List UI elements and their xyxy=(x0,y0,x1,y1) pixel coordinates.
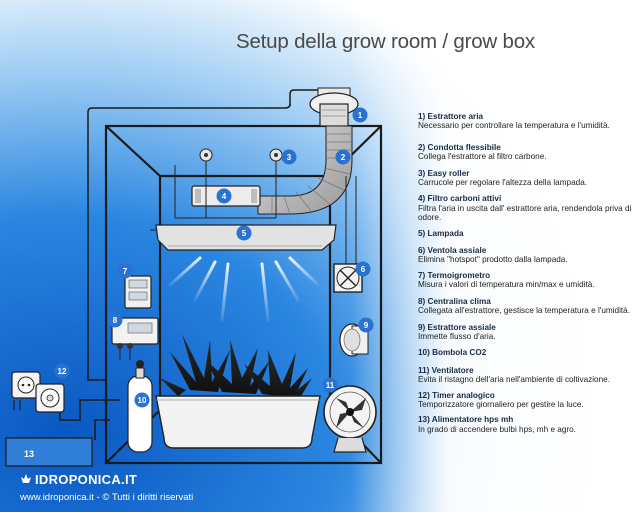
brand-logo: IDROPONICA.IT xyxy=(20,472,137,487)
legend-item-title: 8) Centralina clima xyxy=(418,296,491,306)
ballast-box: 13 xyxy=(5,437,93,467)
svg-text:3: 3 xyxy=(287,153,292,162)
brand-name: IDROPONICA.IT xyxy=(35,472,138,487)
legend-item-description: Elimina "hotspot" prodotto dalla lampada… xyxy=(418,255,568,265)
marker-1: 1 xyxy=(352,107,368,123)
marker-3: 3 xyxy=(281,149,297,165)
easy-roller xyxy=(199,148,283,162)
plants xyxy=(160,334,312,398)
legend-item-description: Carrucole per regolare l'altezza della l… xyxy=(418,178,588,188)
svg-text:7: 7 xyxy=(123,267,128,276)
axial-fan xyxy=(333,176,363,293)
flexible-duct xyxy=(257,125,353,215)
legend-item: 10) Bombola CO2 xyxy=(418,348,638,357)
marker-12: 12 xyxy=(54,363,70,379)
legend-item-title: 3) Easy roller xyxy=(418,168,470,178)
legend-item-description: Filtra l'aria in uscita dall' estrattore… xyxy=(418,203,632,223)
legend-item-title: 10) Bombola CO2 xyxy=(418,348,487,358)
legend-item-title: 4) Filtro carboni attivi xyxy=(418,194,502,204)
marker-9: 9 xyxy=(358,317,374,333)
air-extractor xyxy=(309,87,359,127)
axial-extractor xyxy=(339,323,369,357)
legend-item-title: 13) Alimentatore hps mh xyxy=(418,415,514,425)
legend-item-description: Immette flusso d'aria. xyxy=(418,331,496,341)
marker-10: 10 xyxy=(134,392,150,408)
legend-item-title: 1) Estrattore aria xyxy=(418,112,484,121)
planter-tray xyxy=(155,395,321,449)
svg-text:12: 12 xyxy=(58,367,67,376)
svg-text:4: 4 xyxy=(222,192,227,201)
marker-2: 2 xyxy=(335,149,351,165)
legend-item-title: 2) Condotta flessibile xyxy=(418,142,501,152)
analog-timer xyxy=(11,371,65,413)
marker-4: 4 xyxy=(216,188,232,204)
legend-item-title: 11) Ventilatore xyxy=(418,365,474,375)
legend-item-description: Misura i valori di temperatura min/max e… xyxy=(418,280,595,290)
svg-text:10: 10 xyxy=(138,396,147,405)
leaf-logo-icon xyxy=(21,474,31,483)
svg-text:9: 9 xyxy=(364,321,369,330)
legend-item-description: Collegata all'estrattore, gestisce la te… xyxy=(418,306,631,316)
legend-item-description: Necessario per controllare la temperatur… xyxy=(418,121,610,131)
legend-item-description: Collega l'estrattore al filtro carbone. xyxy=(418,152,547,162)
copyright-link[interactable]: www.idroponica.it - © Tutti i diritti ri… xyxy=(20,492,194,503)
svg-text:8: 8 xyxy=(113,316,118,325)
thermo-hygrometer xyxy=(124,275,152,309)
legend-item: 5) Lampada xyxy=(418,229,638,238)
markers: 1 2 3 4 5 6 7 8 9 10 11 12 xyxy=(54,107,374,408)
marker-11: 11 xyxy=(322,377,338,393)
legend-item-title: 9) Estrattore assiale xyxy=(418,322,496,332)
svg-text:11: 11 xyxy=(326,381,335,390)
light-rays xyxy=(168,256,320,337)
climate-controller xyxy=(111,317,159,360)
legend-item-description: Evita il ristagno dell'aria nell'ambient… xyxy=(418,375,610,385)
marker-6: 6 xyxy=(355,261,371,277)
legend-item-title: 12) Timer analogico xyxy=(418,390,495,400)
legend-item-title: 5) Lampada xyxy=(418,228,464,238)
marker-5: 5 xyxy=(236,225,252,241)
legend-item-description: In grado di accendere bulbi hps, mh e ag… xyxy=(418,424,576,434)
svg-text:6: 6 xyxy=(361,265,366,274)
svg-text:2: 2 xyxy=(341,153,346,162)
svg-text:1: 1 xyxy=(358,111,363,120)
hanging-wires xyxy=(174,160,277,219)
legend-item-description: Temporizzatore giornaliero per gestire l… xyxy=(418,399,584,409)
marker-7: 7 xyxy=(117,263,133,279)
legend-item-title: 7) Termoigrometro xyxy=(418,270,491,280)
svg-text:5: 5 xyxy=(242,229,247,238)
page-title: Setup della grow room / grow box xyxy=(236,30,535,53)
legend-item-title: 6) Ventola assiale xyxy=(418,246,487,256)
circulation-fan xyxy=(323,385,377,453)
marker-8: 8 xyxy=(107,312,123,328)
ballast-label: 13 xyxy=(24,449,34,459)
